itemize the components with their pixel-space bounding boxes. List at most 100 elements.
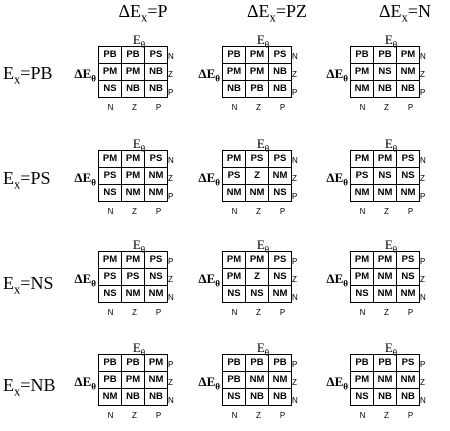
rule-cell: NM	[373, 285, 397, 303]
rule-cell: PB	[268, 354, 292, 372]
column-axis-label: N	[107, 411, 114, 420]
column-axis-label: Z	[384, 103, 389, 112]
rule-cell: NS	[98, 80, 122, 98]
rule-cell: NS	[245, 285, 269, 303]
rule-cell: NS	[350, 285, 374, 303]
delta-e-theta-label: ΔEθ	[198, 271, 220, 289]
column-axis-label: Z	[384, 308, 389, 317]
row-axis-label: N	[420, 156, 426, 165]
rule-cell: NB	[144, 80, 168, 98]
column-axis-label: Z	[132, 308, 137, 317]
rule-cell: PB	[245, 80, 269, 98]
column-axis-label: P	[279, 103, 286, 112]
rule-cell: NB	[245, 388, 269, 406]
column-axis-label: Z	[132, 103, 137, 112]
rule-cell: NS	[396, 268, 420, 286]
rule-cell: NM	[268, 371, 292, 389]
rule-cell: PS	[396, 150, 420, 168]
column-axis-label: P	[155, 308, 162, 317]
rule-cell: PM	[350, 251, 374, 269]
row-header-3: Ex=NS	[3, 273, 54, 297]
rule-cell: PB	[373, 354, 397, 372]
rule-cell: NS	[373, 167, 397, 185]
delta-e-theta-label: ΔEθ	[74, 66, 96, 84]
delta-e-theta-label: ΔEθ	[326, 66, 348, 84]
row-axis-label: N	[420, 52, 426, 61]
row-axis-label: N	[292, 293, 298, 302]
rule-cell: PM	[373, 150, 397, 168]
rule-cell: NM	[396, 371, 420, 389]
delta-e-theta-label: ΔEθ	[326, 374, 348, 392]
row-axis-label: N	[292, 156, 298, 165]
row-axis-label: P	[292, 88, 298, 97]
rule-cell: NB	[268, 80, 292, 98]
column-axis-label: N	[359, 308, 366, 317]
e-theta-label: Eθ	[132, 32, 146, 50]
row-axis-label: P	[420, 192, 426, 201]
delta-e-theta-label: ΔEθ	[198, 66, 220, 84]
rule-cell: NM	[245, 371, 269, 389]
rule-cell: NM	[373, 268, 397, 286]
column-axis-label: Z	[132, 207, 137, 216]
rule-cell: PS	[98, 268, 122, 286]
row-axis-label: Z	[168, 275, 173, 284]
column-axis-label: Z	[256, 308, 261, 317]
row-axis-label: Z	[420, 174, 425, 183]
row-axis-label: N	[168, 293, 174, 302]
row-axis-label: P	[292, 192, 298, 201]
row-axis-label: P	[420, 360, 426, 369]
rule-cell: NB	[121, 80, 145, 98]
rule-cell: PS	[350, 167, 374, 185]
row-header-1: Ex=PB	[3, 63, 53, 87]
rule-cell: PM	[121, 251, 145, 269]
row-header-4: Ex=NB	[3, 375, 56, 399]
column-axis-label: Z	[384, 207, 389, 216]
rule-cell: PB	[373, 46, 397, 64]
rule-cell: PM	[350, 371, 374, 389]
column-axis-label: Z	[256, 411, 261, 420]
rule-cell: PS	[222, 167, 246, 185]
row-axis-label: N	[420, 293, 426, 302]
rule-cell: PB	[222, 46, 246, 64]
column-axis-label: P	[279, 207, 286, 216]
rule-cell: NM	[396, 285, 420, 303]
rule-cell: PM	[121, 63, 145, 81]
rule-cell: PB	[98, 354, 122, 372]
column-axis-label: P	[279, 411, 286, 420]
rule-cell: PS	[268, 46, 292, 64]
rule-cell: PM	[350, 63, 374, 81]
column-axis-label: N	[231, 207, 238, 216]
column-axis-label: N	[107, 103, 114, 112]
rule-cell: PB	[222, 354, 246, 372]
rule-cell: PM	[350, 268, 374, 286]
rule-cell: PS	[268, 251, 292, 269]
column-axis-label: P	[155, 411, 162, 420]
rule-cell: PS	[144, 46, 168, 64]
